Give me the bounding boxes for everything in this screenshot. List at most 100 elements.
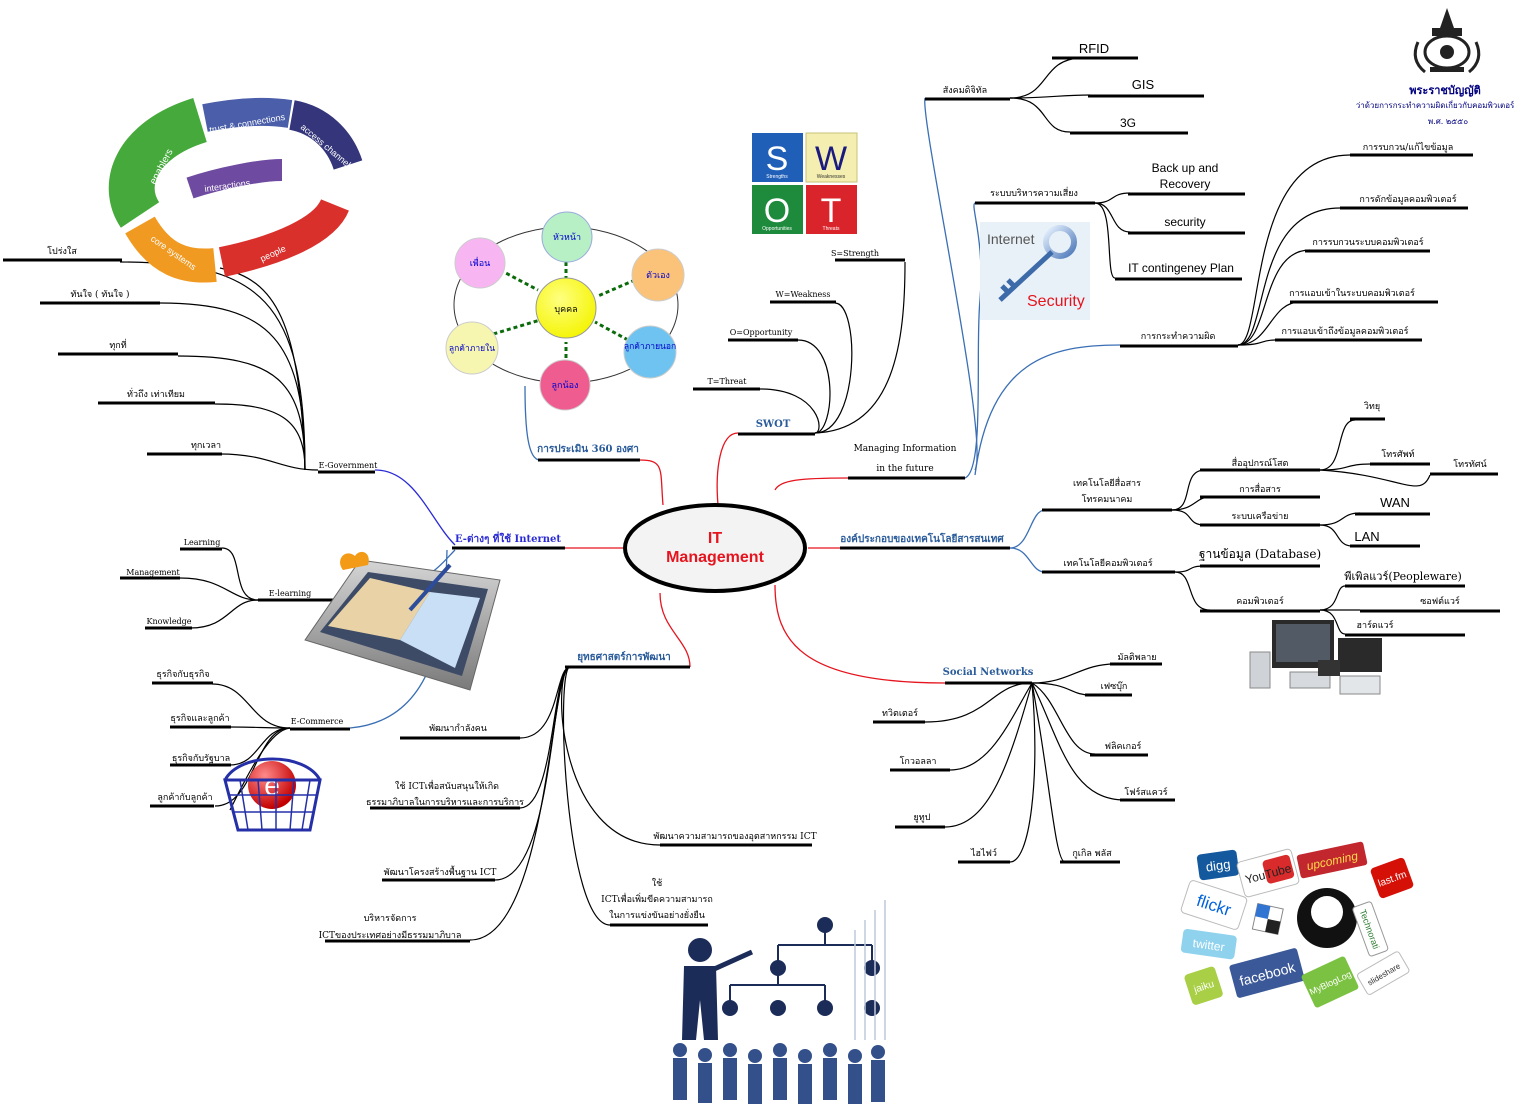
dev-item: พัฒนากำลังคน (429, 723, 487, 734)
branch-info-line1[interactable]: Managing Information (854, 444, 957, 454)
ict-computers-item: พีเพิลแวร์(Peopleware) (1344, 570, 1462, 583)
branch-eval360-label[interactable]: การประเมิน 360 องศา (537, 443, 639, 455)
swot-letter-o: O (764, 192, 790, 230)
dev-item: ใช้ (652, 878, 663, 889)
branch-ict-label[interactable]: องค์ประกอบของเทคโนโลยีสารสนเทศ (840, 532, 1004, 545)
dev-item: ใช้ ICTเพื่อสนับสนุนให้เกิด (395, 779, 499, 792)
swot-letter-s: S (766, 140, 789, 178)
monitor-icon (1338, 638, 1382, 672)
center-title-line1: IT (708, 530, 722, 547)
egov-learning-label[interactable]: E-learning (269, 589, 312, 598)
risk-item: Recovery (1160, 177, 1211, 191)
ict-media-item: โทรศัพท์ (1381, 448, 1414, 460)
eval-node-circle (454, 237, 506, 289)
social-item: เฟซบุ๊ก (1101, 681, 1128, 692)
risk-item: IT contingeney Plan (1128, 261, 1234, 275)
royal-seal-emblem (1413, 8, 1481, 74)
egov-government-item: ทุกที่ (109, 338, 126, 351)
eval-node-circle (623, 325, 677, 379)
seal-title: พระราชบัญญัติ (1409, 84, 1481, 97)
eval-node-label: ตัวเอง (646, 271, 670, 281)
social-item: โกวอลลา (900, 756, 937, 767)
swot-item: W=Weakness (776, 290, 831, 299)
basket-icon (223, 778, 322, 832)
eval-360-diagram: บุคคล หัวหน้า ลูกค้าภายใน เพื่อน ลูกน้อง… (445, 211, 685, 411)
egov-commerce-item: ธุรกิจกับรัฐบาล (172, 753, 230, 764)
ict-computer-label[interactable]: เทคโนโลยีคอมพิวเตอร์ (1063, 557, 1152, 569)
audience-icon (673, 1043, 885, 1104)
crime-label[interactable]: การกระทำความผิด (1141, 331, 1216, 342)
egov-commerce-item: ธุรกิจกับธุรกิจ (156, 669, 209, 680)
ering-interactions-seg (186, 159, 283, 199)
swot-tile-o (752, 185, 803, 234)
ebook-tablet-image (304, 551, 501, 691)
ict-comm-label: การสื่อสาร (1239, 482, 1281, 495)
eval-node-circle (539, 359, 591, 411)
ict-media-label[interactable]: สื่ออุปกรณ์โสต (1232, 456, 1289, 469)
egov-government-label[interactable]: E-Government (319, 461, 379, 470)
eval-node-label: เพื่อน (470, 256, 491, 269)
risk-item: Back up and (1152, 161, 1219, 175)
social-item: กูเกิล พลัส (1072, 848, 1112, 859)
social-item: ไฮไฟว์ (970, 847, 997, 859)
eval-center-circle (535, 277, 597, 339)
dev-item: พัฒนาโครงสร้างพื้นฐาน ICT (384, 865, 497, 878)
digital-item: GIS (1132, 77, 1155, 92)
social-item: ทวิตเตอร์ (882, 707, 918, 719)
org-chart-image (673, 900, 886, 1104)
internet-security-image: Internet Security (980, 222, 1090, 320)
connector-lines (119, 57, 1431, 941)
ering-people-seg (218, 198, 349, 277)
eval-node-label: ลูกค้าภายนอก (624, 341, 676, 352)
ering-trust-seg (202, 97, 293, 132)
crime-item: การแอบเข้าถึงข้อมูลคอมพิวเตอร์ (1282, 325, 1409, 337)
branch-dev-label[interactable]: ยุทธศาสตร์การพัฒนา (577, 651, 671, 663)
center-title-line2: Management (666, 549, 764, 566)
swot-tile-s (752, 133, 803, 182)
branch-social-label[interactable]: Social Networks (943, 667, 1034, 678)
dev-item: ธรรมาภิบาลในการบริหารและการบริการ (366, 797, 524, 808)
egov-government-item: โปร่งใส (47, 246, 77, 257)
crime-item: การรบกวน/แก้ไขข้อมูล (1363, 142, 1454, 153)
laptop-icon (1318, 660, 1340, 676)
swot-item: O=Opportunity (730, 328, 793, 337)
swot-word-o: Opportunities (762, 226, 792, 232)
egov-learning-item: Learning (184, 538, 221, 547)
ict-telecom-line1[interactable]: เทคโนโลยีสื่อสาร (1073, 476, 1141, 489)
logo-digg-text: digg (1205, 856, 1231, 874)
risk-label[interactable]: ระบบบริหารความเสี่ยง (990, 186, 1078, 199)
shopping-basket-image: e (223, 757, 322, 832)
e-ring-graphic: enablers trust & connections access chan… (108, 97, 363, 283)
risk-item: security (1164, 215, 1205, 229)
dev-item: ICTเพื่อเพิ่มขีดความสามารถ (601, 892, 713, 905)
ict-network-label[interactable]: ระบบเครือข่าย (1232, 511, 1289, 522)
ering-enablers-seg (108, 98, 208, 228)
eval-node-label: หัวหน้า (553, 232, 581, 243)
branch-swot-label[interactable]: SWOT (756, 419, 791, 430)
ict-network-item: WAN (1380, 495, 1410, 510)
key-icon (1043, 225, 1077, 259)
social-item: ยูทูป (914, 813, 931, 823)
eval-node-circle (631, 248, 685, 302)
computers-image (1249, 620, 1382, 695)
ict-database-label: ฐานข้อมูล (Database) (1199, 547, 1321, 562)
social-item: โฟร์สแควร์ (1124, 786, 1167, 798)
egov-government-item: ทันใจ ( ทันใจ ) (70, 289, 129, 300)
egov-commerce-label[interactable]: E-Commerce (291, 717, 344, 726)
org-node-icons (722, 917, 880, 1016)
center-node[interactable] (623, 503, 807, 593)
branch-egov-label[interactable]: E-ต่างๆ ที่ใช้ Internet (455, 531, 561, 545)
swot-item: S=Strength (831, 249, 879, 258)
dev-item: ICTของประเทศอย่างมีธรรมมาภิบาล (319, 930, 462, 941)
digital-label[interactable]: สังคมดิจิทัล (943, 85, 987, 96)
ict-telecom-line2: โทรคมนาคม (1082, 494, 1133, 505)
eval-node-circle (445, 321, 499, 375)
egov-learning-item: Management (126, 568, 180, 577)
presenter-icon (682, 938, 754, 1040)
ict-computers-label[interactable]: คอมพิวเตอร์ (1236, 595, 1284, 607)
social-item: ฟลิคเกอร์ (1105, 740, 1142, 752)
swot-word-w: Weaknesses (817, 174, 846, 180)
key-shaft-icon (998, 250, 1054, 302)
